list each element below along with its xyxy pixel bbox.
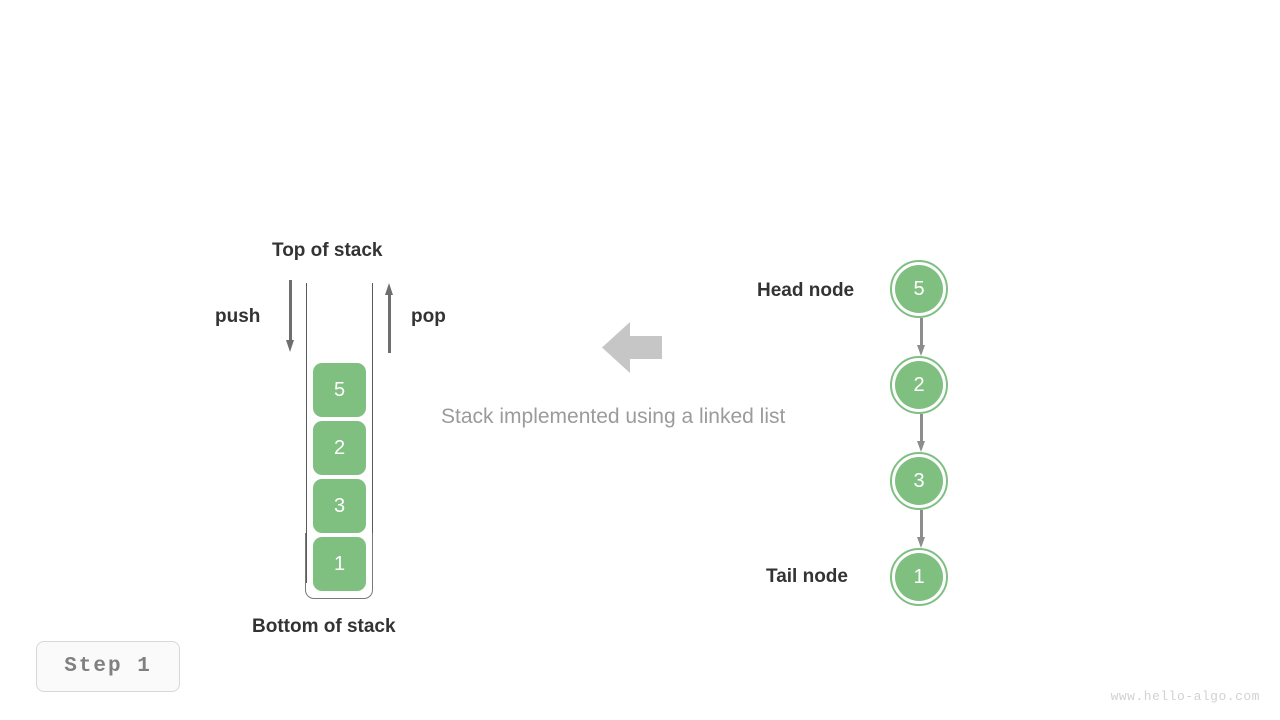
linked-list-node-value: 5 <box>895 265 943 313</box>
arrow-shaft <box>388 293 391 353</box>
arrow-shaft <box>920 318 923 348</box>
head-node-label: Head node <box>757 280 855 301</box>
arrow-shaft <box>920 510 923 540</box>
arrow-head <box>917 441 925 452</box>
arrow-shaft <box>920 414 923 444</box>
stack-cell-value: 1 <box>333 552 346 575</box>
arrow-up-icon <box>385 283 394 353</box>
step-badge: Step 1 <box>36 641 180 692</box>
diagram-caption: Stack implemented using a linked list <box>441 405 786 428</box>
bottom-of-stack-label: Bottom of stack <box>252 616 396 637</box>
arrow-head <box>917 537 925 548</box>
watermark: www.hello-algo.com <box>1110 689 1260 704</box>
tail-node-label: Tail node <box>766 566 848 587</box>
linked-list-node: 3 <box>890 452 948 510</box>
arrow-down-icon <box>286 280 295 352</box>
arrow-head <box>917 345 925 356</box>
stack-cell: 1 <box>313 537 366 591</box>
stack-cell-value: 3 <box>333 494 346 517</box>
arrow-head <box>286 340 294 352</box>
linked-list-node: 1 <box>890 548 948 606</box>
stack-bottom-curve <box>305 533 373 599</box>
push-label: push <box>215 306 261 327</box>
stack-cell: 5 <box>313 363 366 417</box>
top-of-stack-label: Top of stack <box>272 240 383 261</box>
stack-cell-value: 5 <box>333 378 346 401</box>
linked-list-node-value: 2 <box>895 361 943 409</box>
arrow-left-icon <box>602 322 662 373</box>
arrow-down-icon <box>917 318 926 358</box>
pop-label: pop <box>411 306 446 327</box>
arrow-down-icon <box>917 510 926 550</box>
arrow-head <box>385 283 393 295</box>
stack-cell: 2 <box>313 421 366 475</box>
stack-cell-value: 2 <box>333 436 346 459</box>
linked-list-node: 2 <box>890 356 948 414</box>
linked-list-node: 5 <box>890 260 948 318</box>
arrow-down-icon <box>917 414 926 454</box>
stack-wall-right <box>371 283 373 583</box>
arrow-shaft <box>289 280 292 342</box>
linked-list-node-value: 3 <box>895 457 943 505</box>
linked-list-node-value: 1 <box>895 553 943 601</box>
stack-cell: 3 <box>313 479 366 533</box>
stack-wall-left <box>305 283 307 583</box>
stack-container <box>305 283 373 599</box>
